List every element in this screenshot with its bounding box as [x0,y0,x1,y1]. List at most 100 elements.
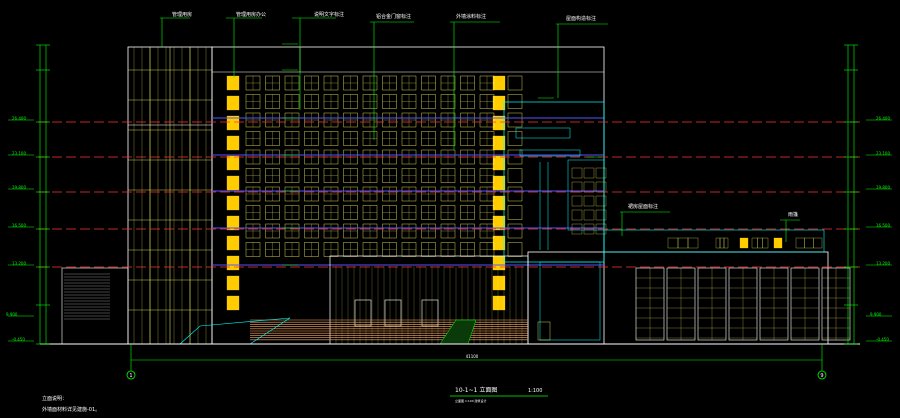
window [507,168,523,183]
drawing-title: 10-1~1 立面图 [455,386,497,394]
window [571,195,583,207]
accent-panel [492,155,506,171]
window [813,237,823,249]
accent-panel [226,75,240,91]
entry-door [384,299,402,327]
accent-panel [739,237,749,249]
podium-roof [603,229,825,253]
window [507,131,523,146]
drawing-scale: 1:100 [528,388,542,394]
level-right-5: 13.200 [876,261,890,266]
level-left-4: 16.500 [12,223,26,228]
level-left-2: 23.100 [12,151,26,156]
drawing-line-291 [519,149,581,157]
accent-panel [492,295,506,311]
accent-panel [226,95,240,111]
entry-door [354,299,372,327]
window [677,237,689,249]
axis-bubble-right [817,370,827,380]
window [757,237,763,249]
accent-panel [773,237,783,249]
accent-panel [226,175,240,191]
window [719,237,725,249]
accent-panel [226,275,240,291]
callout-8: 雨篷 [788,211,798,218]
window [595,209,607,221]
accent-panel [492,275,506,291]
callout-5: 外墙涂料标注 [456,13,486,20]
note-line: 外墙面材料详见建施-01。 [42,406,100,413]
window [595,167,607,179]
overall-dimension: 41100 [466,354,479,359]
accent-panel [226,235,240,251]
accent-panel [226,155,240,171]
level-right-1: 26.400 [876,116,890,121]
window [507,205,523,220]
entry-door [421,299,439,327]
building-geometry [8,17,892,371]
window [795,237,805,249]
accent-panel [226,295,240,311]
note-heading: 立面说明： [42,395,67,402]
window [751,237,758,249]
window [507,223,523,239]
level-right-3: 19.800 [876,185,890,190]
drawing-line-351 [539,261,601,341]
window [507,186,523,202]
drawing-subtitle: 立面图 1:100 建筑设计 [455,398,487,403]
window [507,94,523,109]
accent-panel [492,175,506,191]
level-left-7: -0.450 [12,337,25,342]
window [715,237,721,249]
window [595,195,607,207]
door [537,321,551,341]
accent-panel [492,95,506,111]
window [687,237,699,249]
axis-label-right: 9 [820,373,823,379]
accent-panel [226,135,240,151]
window [507,75,523,91]
level-right-4: 16.500 [876,223,890,228]
accent-panel [492,255,506,271]
window [762,237,769,249]
level-left-5: 13.200 [12,261,26,266]
callout-7: 裙房屋面标注 [628,203,658,210]
accent-panel [492,115,506,131]
window [583,195,595,207]
window [667,237,679,249]
window [723,237,729,249]
level-left-1: 26.400 [12,116,26,121]
accent-panel [492,75,506,91]
level-right-6: 9.900 [870,312,882,317]
level-right-7: -0.450 [876,337,889,342]
accent-panel [492,235,506,251]
accent-panel [226,115,240,131]
level-left-6: 9.900 [6,312,18,317]
callout-4: 铝合金门窗标注 [376,13,411,20]
window [571,209,583,221]
accent-panel [226,255,240,271]
window [507,242,523,257]
callout-3: 说明文字标注 [314,11,344,18]
window [571,167,583,179]
garage-ramp [61,267,129,345]
level-right-2: 23.100 [876,151,890,156]
callout-2: 管理用房办公 [236,11,266,18]
level-left-3: 19.800 [12,185,26,190]
planting-bed [439,319,477,345]
accent-panel [226,215,240,231]
accent-panel [492,195,506,211]
accent-panel [492,215,506,231]
accent-panel [492,135,506,151]
drawing-line-292 [567,159,605,231]
axis-label-left: 1 [129,373,132,379]
window [583,209,595,221]
axis-bubble-left [126,370,136,380]
callout-1: 管理用房 [172,11,192,18]
window [804,237,814,249]
accent-panel [226,195,240,211]
callout-6: 屋面构造标注 [566,15,596,22]
window [507,112,523,128]
drawing-line-290 [515,127,571,139]
